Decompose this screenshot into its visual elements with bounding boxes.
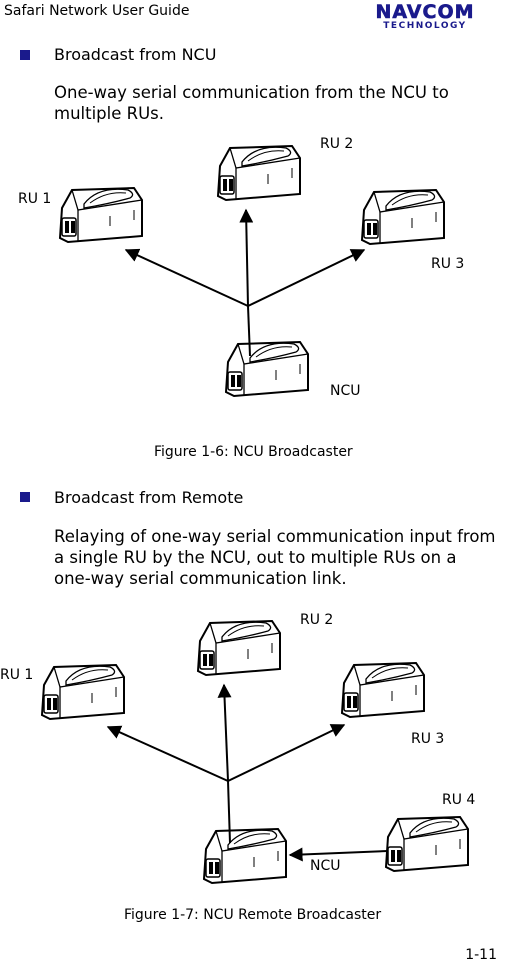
label-ru2: RU 2 [320,136,354,152]
body-text-line: Relaying of one-way serial communication… [54,527,496,546]
ncu-unit [203,828,287,884]
remote-unit-ru1 [59,187,143,243]
running-header: Safari Network User Guide [4,3,190,19]
page-number: 1-11 [465,947,497,963]
body-text-line: One-way serial communication from the NC… [54,83,449,102]
ncu-unit [225,341,309,397]
figure-ncu-remote-broadcaster [41,620,469,884]
figure-caption: Figure 1-6: NCU Broadcaster [154,444,353,460]
label-ru3: RU 3 [411,731,445,747]
body-text-line: a single RU by the NCU, out to multiple … [54,548,457,567]
label-ru1: RU 1 [18,191,52,207]
svg-text:NAVCOM: NAVCOM [375,1,474,23]
bullet-marker [20,492,30,502]
svg-text:TECHNOLOGY: TECHNOLOGY [383,21,466,29]
remote-unit-ru3 [361,189,445,245]
figure-ncu-broadcaster [59,145,445,397]
label-ru1: RU 1 [0,667,34,683]
bullet-heading: Broadcast from NCU [54,45,217,64]
figure-caption: Figure 1-7: NCU Remote Broadcaster [124,907,382,923]
bullet-marker [20,50,30,60]
label-ncu: NCU [330,383,361,399]
body-text-line: multiple RUs. [54,104,165,123]
label-ru3: RU 3 [431,256,465,272]
remote-unit-ru1 [41,664,125,720]
label-ncu: NCU [310,858,341,874]
label-ru4: RU 4 [442,792,476,808]
label-ru2: RU 2 [300,612,334,628]
body-text-line: one-way serial communication link. [54,569,347,588]
bullet-heading: Broadcast from Remote [54,488,244,507]
remote-unit-ru3 [341,662,425,718]
navcom-logo: NAVCOM TECHNOLOGY [375,1,474,29]
remote-unit-ru2 [197,620,281,676]
remote-unit-ru2 [217,145,301,201]
remote-unit-ru4 [385,816,469,872]
